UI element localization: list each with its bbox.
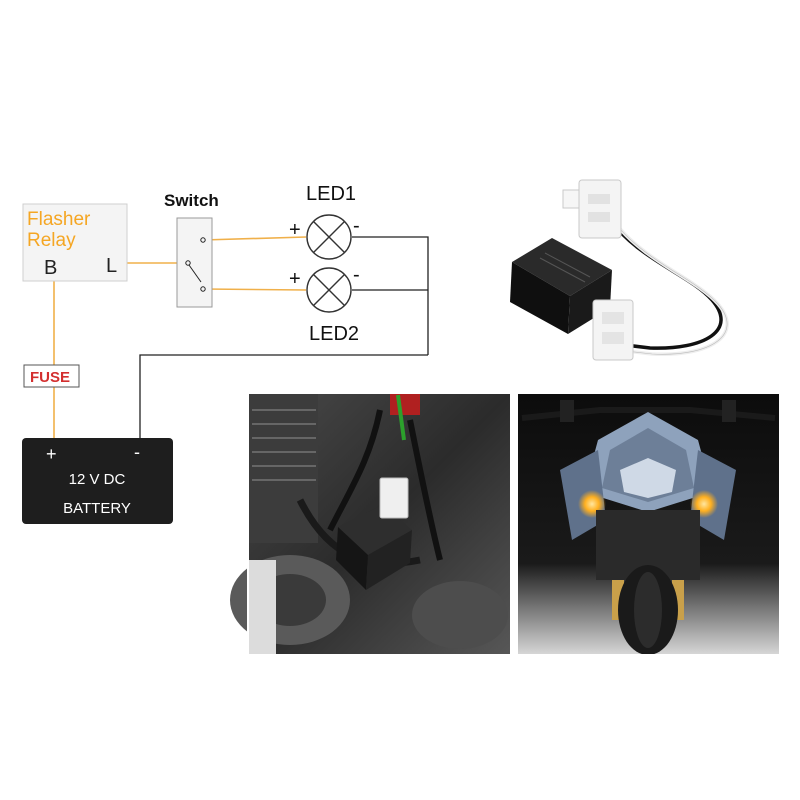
led2: + - LED2 (289, 264, 360, 345)
battery-plus: + (46, 444, 57, 464)
flasher-relay-box: Flasher Relay B L (22, 203, 128, 282)
fuse: FUSE (23, 364, 80, 388)
relay-pin-b: B (44, 257, 57, 279)
relay-title-line1: Flasher (27, 209, 91, 230)
orange-wires (53, 236, 307, 440)
fuse-label: FUSE (30, 369, 70, 386)
battery-box (22, 438, 173, 524)
led1-label: LED1 (306, 183, 356, 205)
led2-plus: + (289, 268, 301, 290)
switch: Switch (164, 191, 219, 308)
battery: + - 12 V DC BATTERY (22, 438, 173, 524)
battery-label: BATTERY (63, 500, 131, 517)
led1: LED1 + - (289, 183, 360, 260)
battery-minus: - (134, 442, 140, 462)
led1-plus: + (289, 219, 301, 241)
switch-contact-arm (188, 264, 202, 283)
led2-minus: - (353, 264, 360, 286)
relay-pin-l: L (106, 255, 117, 277)
relay-body (510, 238, 612, 334)
led1-minus: - (353, 215, 360, 237)
top-connector (562, 179, 622, 239)
relay-title-line2: Relay (27, 230, 76, 251)
dark-wires (139, 236, 429, 440)
battery-voltage: 12 V DC (69, 471, 126, 488)
wire-ground-to-battery (139, 354, 428, 440)
wire-switch-to-led1 (202, 236, 307, 241)
motorcycle-front-photo (517, 393, 780, 655)
led2-label: LED2 (309, 323, 359, 345)
switch-label: Switch (164, 191, 219, 210)
engine-install-photo (230, 393, 511, 655)
wire-led1-minus (352, 236, 429, 355)
wire-switch-to-led2 (202, 288, 307, 291)
bottom-connector (592, 299, 634, 361)
flasher-relay-product-photo (510, 179, 729, 361)
